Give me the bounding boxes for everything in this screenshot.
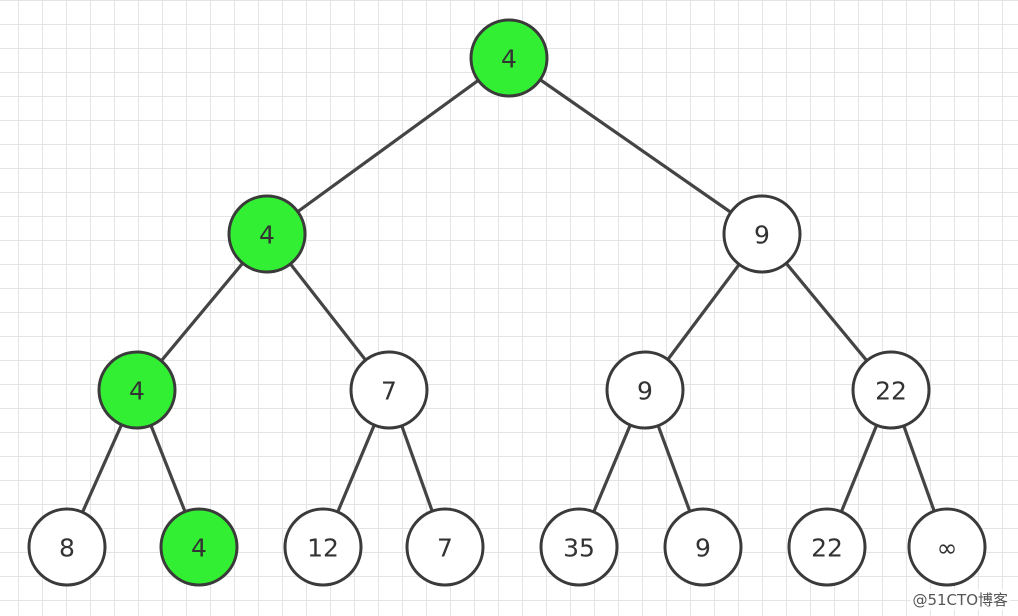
tree-node-label: 22 (875, 377, 907, 406)
tree-node-label: 7 (381, 377, 397, 406)
tree-node-label: 9 (754, 221, 770, 250)
tree-node-circle (851, 350, 931, 430)
watermark-text: @51CTO博客 (910, 589, 1010, 610)
tree-node-circle (405, 507, 485, 587)
tree-node-circle (663, 507, 743, 587)
tree-node-circle (907, 507, 987, 587)
tree-node-l: 4 (227, 194, 307, 274)
tree-node-lll: 8 (27, 507, 107, 587)
tree-node-label: 9 (695, 534, 711, 563)
tree-edge-root-r (508, 56, 763, 236)
tree-node-lrr: 7 (405, 507, 485, 587)
tree-node-circle (227, 194, 307, 274)
tree-node-lr: 7 (349, 350, 429, 430)
tree-node-label: 35 (563, 534, 595, 563)
tree-node-label: 8 (59, 534, 75, 563)
tree-node-circle (605, 350, 685, 430)
tree-node-circle (283, 507, 363, 587)
tree-node-circle (469, 18, 549, 98)
tree-node-rr: 22 (851, 350, 931, 430)
tree-node-circle (722, 194, 802, 274)
tree-node-ll: 4 (97, 350, 177, 430)
tree-edge-root-l (266, 56, 510, 236)
tree-nodes: 4 4 9 4 7 9 22 8 4 12 7 35 9 22 ∞ (27, 18, 987, 587)
tree-node-circle (349, 350, 429, 430)
tree-node-circle (27, 507, 107, 587)
tree-node-label: 4 (501, 45, 517, 74)
tree-node-llr: 4 (159, 507, 239, 587)
tree-node-rll: 35 (539, 507, 619, 587)
tree-node-label: 22 (811, 534, 843, 563)
tree-node-label: 7 (437, 534, 453, 563)
tree-node-circle (97, 350, 177, 430)
tree-node-circle (539, 507, 619, 587)
tree-node-label: 4 (191, 534, 207, 563)
tree-node-label: 4 (129, 377, 145, 406)
tree-node-lrl: 12 (283, 507, 363, 587)
tree-node-rrl: 22 (787, 507, 867, 587)
tree-node-label: 9 (637, 377, 653, 406)
tree-node-circle (787, 507, 867, 587)
tree-node-circle (159, 507, 239, 587)
tree-node-rlr: 9 (663, 507, 743, 587)
tree-node-label: 12 (307, 534, 339, 563)
tree-edges (65, 56, 949, 548)
tree-node-label: ∞ (937, 534, 958, 563)
tree-node-label: 4 (259, 221, 275, 250)
tree-node-r: 9 (722, 194, 802, 274)
tree-node-root: 4 (469, 18, 549, 98)
tree-node-rrr: ∞ (907, 507, 987, 587)
tree-node-rl: 9 (605, 350, 685, 430)
